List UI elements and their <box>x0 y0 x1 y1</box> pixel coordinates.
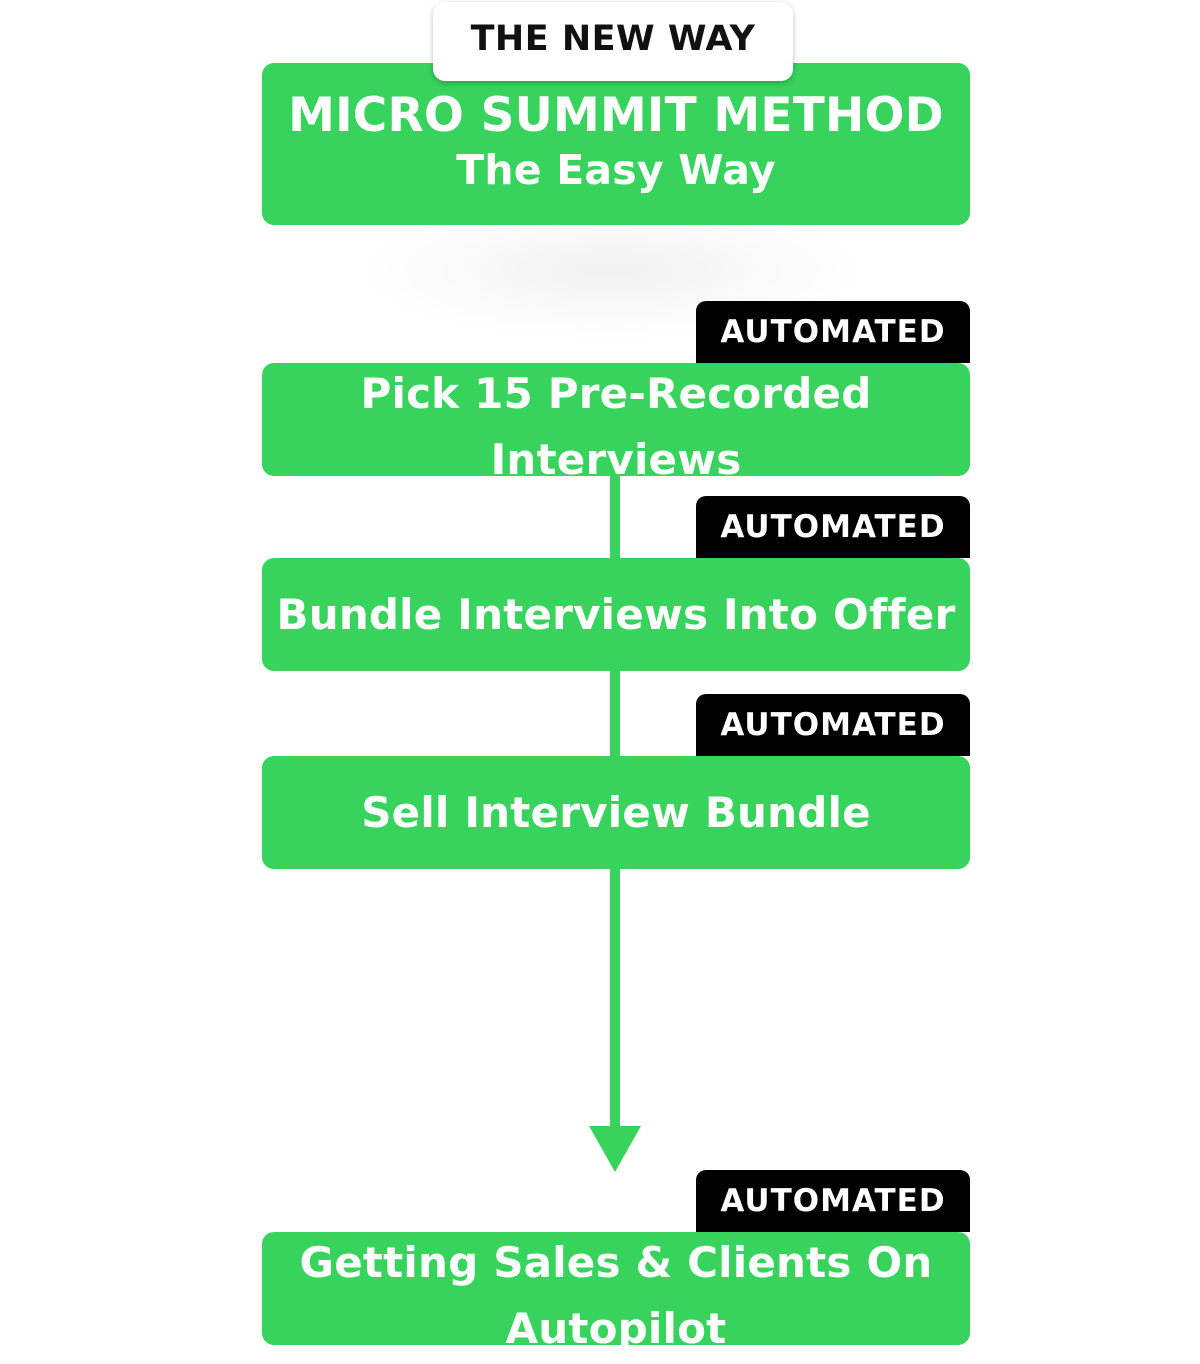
connector-line-1 <box>610 476 620 558</box>
automated-tag-2: AUTOMATED <box>696 496 970 558</box>
automated-tag-4: AUTOMATED <box>696 1170 970 1232</box>
step-label-2: Bundle Interviews Into Offer <box>276 589 956 639</box>
step-box-2: Bundle Interviews Into Offer <box>262 558 970 671</box>
arrow-down-icon <box>589 1126 641 1172</box>
step-box-1: Pick 15 Pre-Recorded Interviews <box>262 363 970 484</box>
step-label-4: Getting Sales & Clients On Autopilot <box>299 1238 933 1353</box>
method-title-box: MICRO SUMMIT METHOD The Easy Way <box>262 63 970 225</box>
automated-tag-1: AUTOMATED <box>696 301 970 363</box>
method-title: MICRO SUMMIT METHOD <box>288 88 944 143</box>
method-subtitle: The Easy Way <box>456 146 776 194</box>
header-label: THE NEW WAY <box>433 2 793 81</box>
connector-line-2 <box>610 671 620 756</box>
automated-tag-3: AUTOMATED <box>696 694 970 756</box>
connector-line-3 <box>610 868 620 1130</box>
step-label-1: Pick 15 Pre-Recorded Interviews <box>360 369 872 484</box>
step-label-3: Sell Interview Bundle <box>361 787 871 837</box>
step-box-4: Getting Sales & Clients On Autopilot <box>262 1232 970 1353</box>
step-box-3: Sell Interview Bundle <box>262 756 970 869</box>
